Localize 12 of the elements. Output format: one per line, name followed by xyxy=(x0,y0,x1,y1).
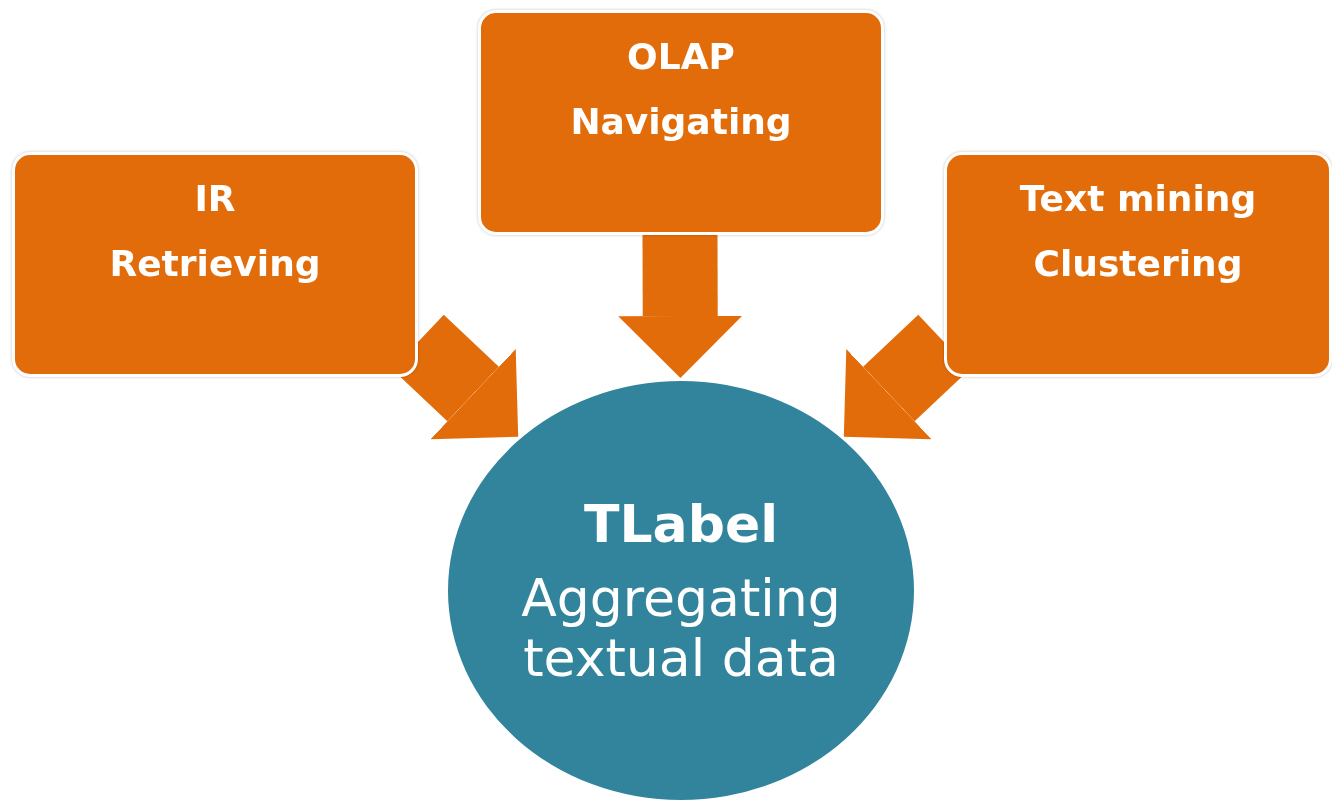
process-box xyxy=(944,152,1332,377)
node-text: Retrieving xyxy=(109,242,321,286)
node-title: IR xyxy=(194,177,236,221)
node-title: OLAP xyxy=(627,35,735,79)
node-text: Navigating xyxy=(570,100,792,144)
block-arrow xyxy=(618,234,743,378)
node-title: TLabel xyxy=(584,492,778,555)
node-title: Text mining xyxy=(1019,177,1257,221)
node-text: Aggregating textual data xyxy=(520,568,842,689)
process-box xyxy=(478,10,884,235)
process-box xyxy=(12,152,418,377)
node-text: Clustering xyxy=(1033,242,1243,286)
